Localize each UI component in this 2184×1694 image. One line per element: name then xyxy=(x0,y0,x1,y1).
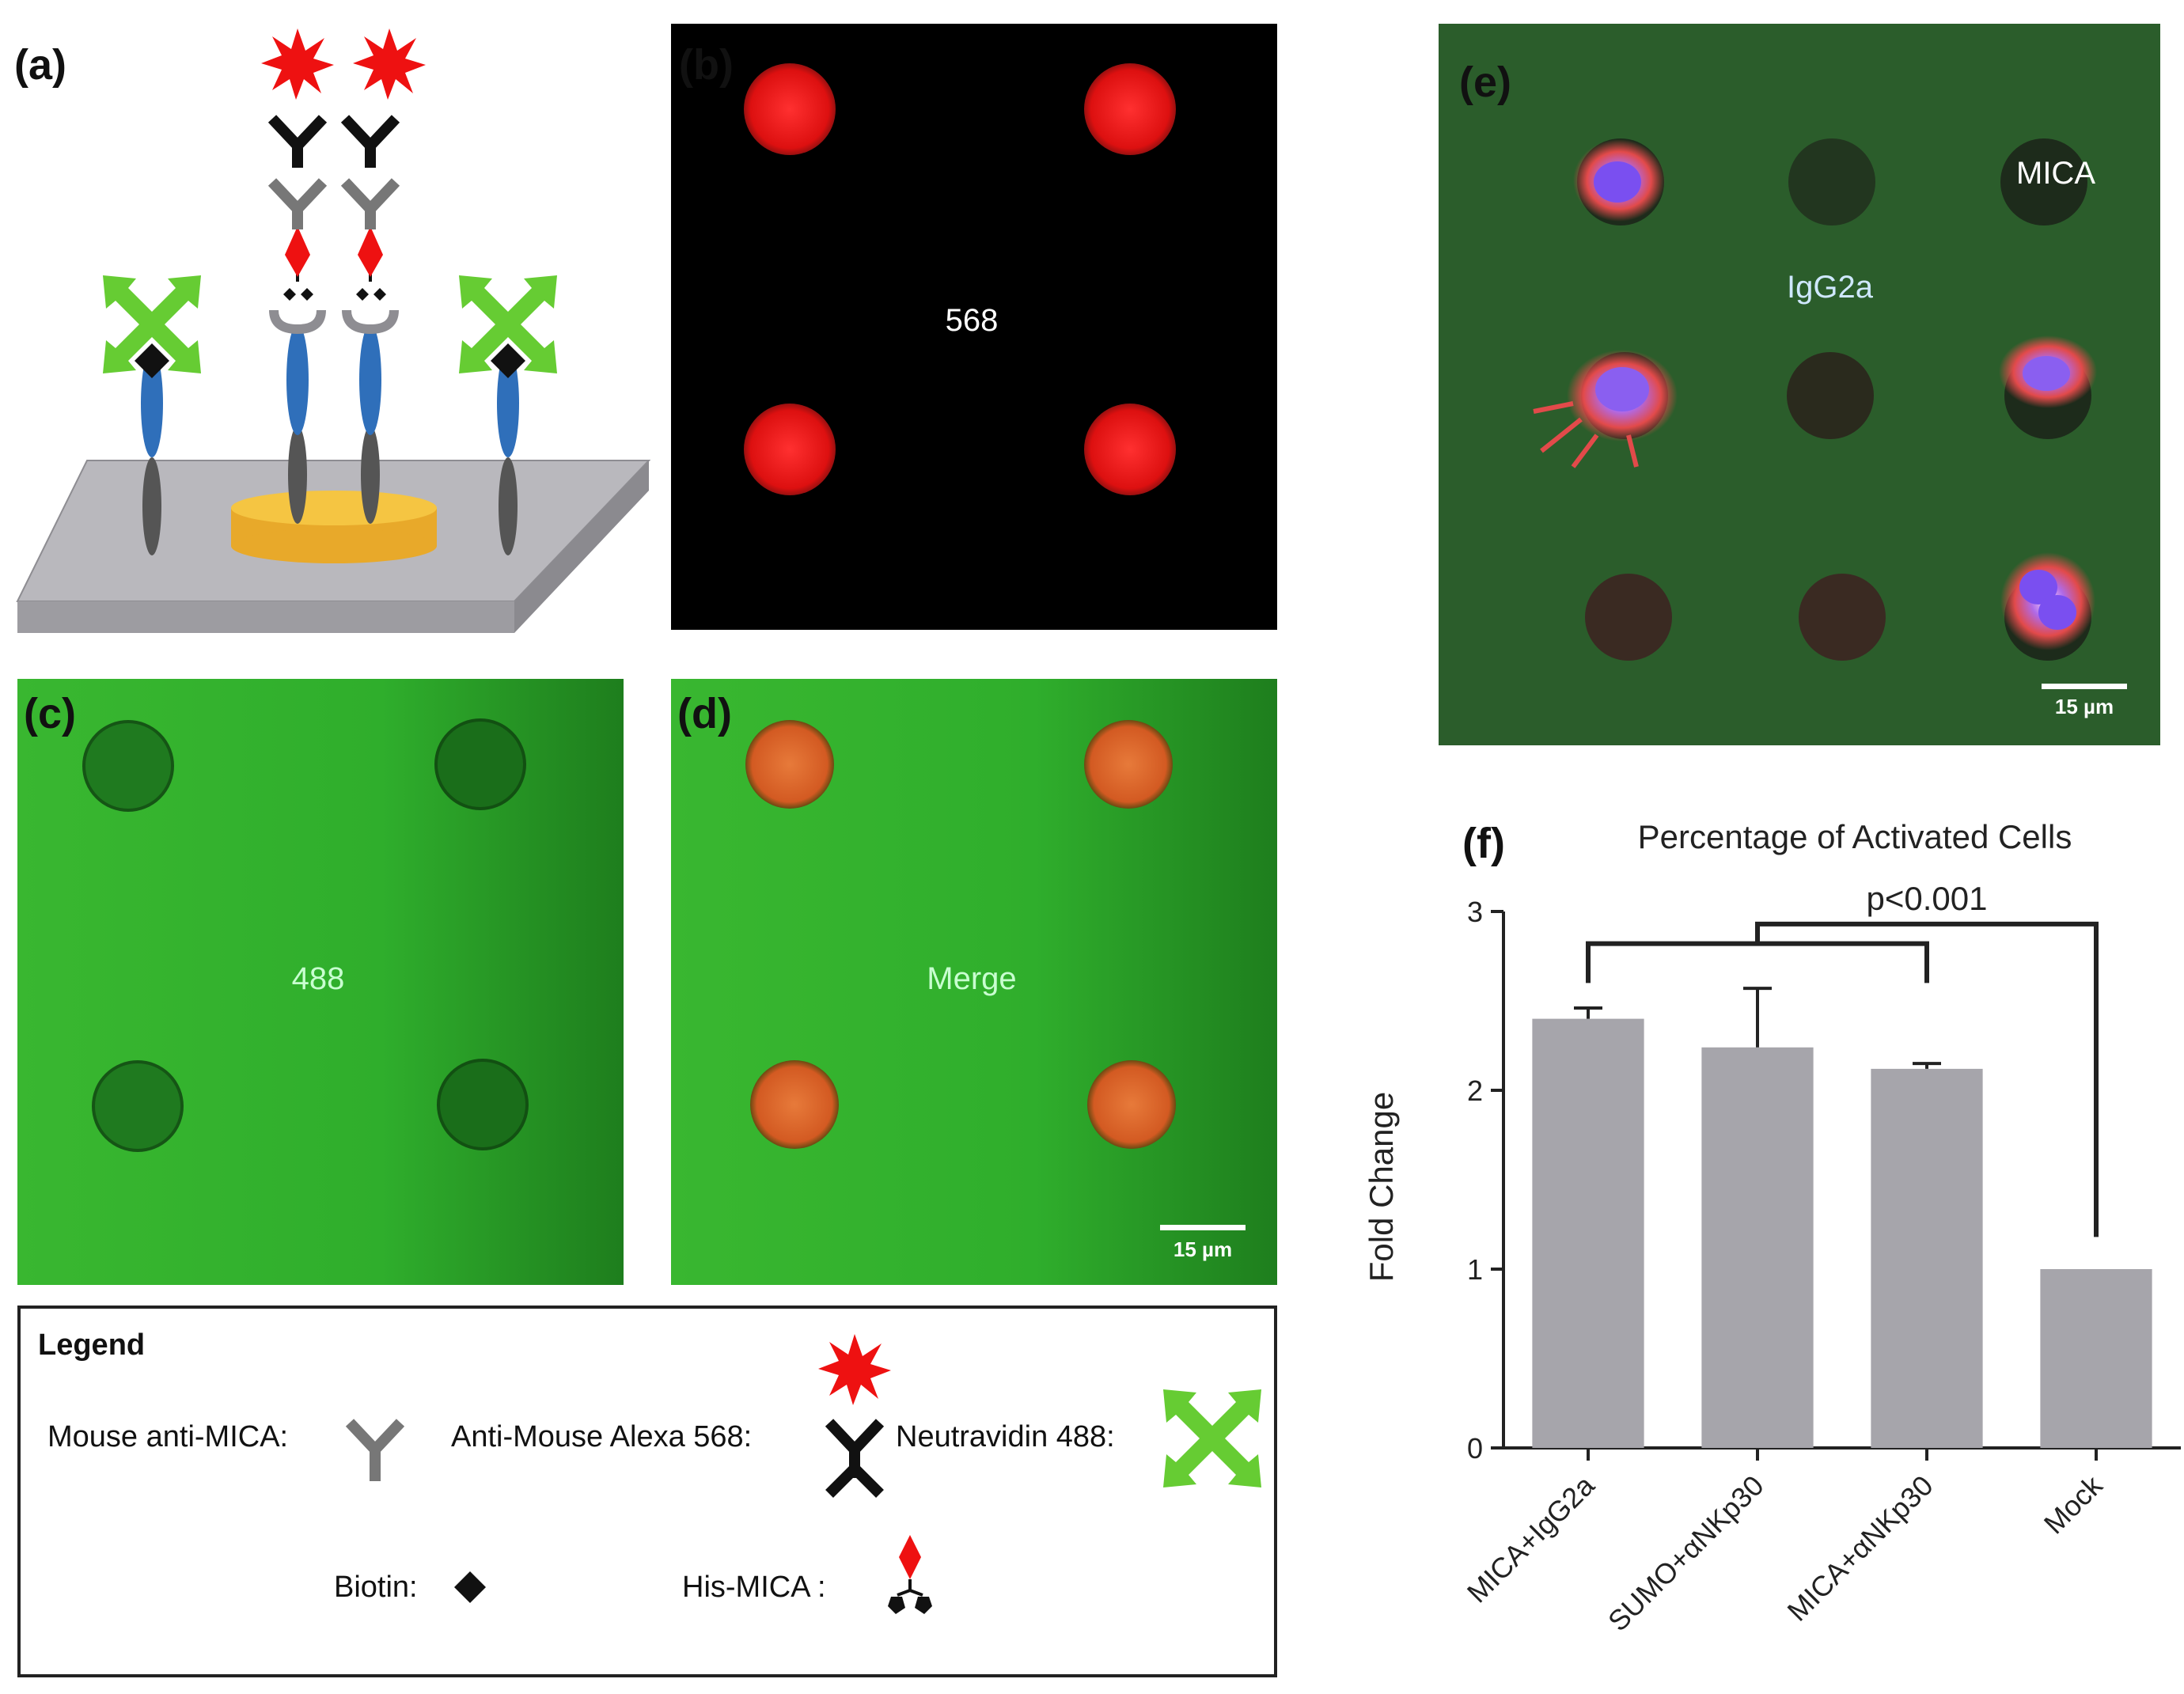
annotation-igg2a: IgG2a xyxy=(1787,270,1874,305)
merged-spot xyxy=(745,720,834,809)
legend-title: Legend xyxy=(38,1328,145,1362)
y-tick-label: 0 xyxy=(1467,1432,1483,1465)
gold-pad-top xyxy=(231,491,437,525)
bar xyxy=(1701,1047,1814,1448)
bar xyxy=(1532,1018,1644,1448)
right-neutravidin-stack xyxy=(459,275,557,555)
x-tick-label: MICA+IgG2a xyxy=(1461,1469,1602,1609)
mouse-anti-mica-icon xyxy=(345,1419,405,1481)
panel-f-label: (f) xyxy=(1462,820,1505,867)
panel-d-micrograph: (d) Merge 15 µm xyxy=(671,679,1277,1285)
chart-bars xyxy=(1532,1018,2152,1448)
panel-a-schematic: (a) xyxy=(14,28,651,633)
anti-mouse-alexa-icon xyxy=(825,1419,885,1498)
red-spot xyxy=(1084,404,1176,495)
legend-anti-mouse-alexa: Anti-Mouse Alexa 568: xyxy=(451,1420,752,1453)
bar xyxy=(2040,1269,2152,1448)
legend-mouse-anti-mica: Mouse anti-MICA: xyxy=(47,1420,288,1453)
panel-d-label: (d) xyxy=(677,690,732,737)
substrate-front-edge xyxy=(17,601,514,633)
legend-his-mica: His-MICA : xyxy=(682,1571,826,1604)
panel-e-label: (e) xyxy=(1459,59,1511,106)
activated-cell xyxy=(1533,350,1678,468)
antibody-stack-left xyxy=(261,28,334,524)
y-axis-label: Fold Change xyxy=(1363,1092,1400,1283)
scale-bar xyxy=(1160,1225,1246,1230)
channel-568-label: 568 xyxy=(946,303,999,338)
well xyxy=(1799,574,1886,661)
panel-c-micrograph: (c) 488 xyxy=(17,679,624,1285)
y-tick-label: 1 xyxy=(1467,1253,1483,1286)
well xyxy=(2000,138,2087,225)
bracket-group xyxy=(1586,941,1929,983)
channel-merge-label: Merge xyxy=(927,961,1016,996)
gold-pad-bottom xyxy=(231,529,437,563)
well xyxy=(1585,574,1672,661)
biotin-icon xyxy=(454,1571,486,1603)
scale-bar-label: 15 µm xyxy=(1174,1237,1232,1261)
well xyxy=(1788,138,1875,225)
panel-f-bar-chart: (f) Percentage of Activated Cells Fold C… xyxy=(1363,818,2181,1637)
antibody-stack-right xyxy=(340,28,426,524)
panel-e-micrograph: (e) MICA IgG2a 15 µm xyxy=(1439,24,2160,745)
substrate-side-edge xyxy=(514,460,649,633)
scale-bar xyxy=(2042,684,2127,689)
significance-label: p<0.001 xyxy=(1867,880,1988,917)
significance-bracket: p<0.001 xyxy=(1586,880,2099,1237)
dark-spot xyxy=(92,1060,184,1152)
chart-error-bars xyxy=(1574,987,1941,1069)
panel-c-label: (c) xyxy=(24,690,76,737)
y-tick-label: 2 xyxy=(1467,1074,1483,1107)
well xyxy=(1787,352,1874,439)
panel-a-label: (a) xyxy=(14,41,66,89)
activated-cell xyxy=(2000,552,2095,650)
panel-b-micrograph: (b) 568 xyxy=(671,24,1277,630)
merged-spot xyxy=(750,1060,839,1149)
dark-spot xyxy=(437,1059,529,1150)
annotation-mica: MICA xyxy=(2016,156,2095,191)
panel-b-label: (b) xyxy=(679,41,734,89)
x-tick-label: MICA+αNKp30 xyxy=(1781,1469,1939,1628)
dark-spot xyxy=(434,718,526,810)
merged-spot xyxy=(1084,720,1173,809)
channel-488-label: 488 xyxy=(292,961,345,996)
red-spot xyxy=(744,63,836,155)
his-mica-icon xyxy=(888,1535,932,1614)
scale-bar-label: 15 µm xyxy=(2055,695,2114,718)
chart-y-tick-labels: 0 1 2 3 xyxy=(1467,896,1483,1465)
x-tick-label: Mock xyxy=(2038,1469,2110,1541)
legend-neutravidin: Neutravidin 488: xyxy=(896,1420,1115,1453)
legend-biotin: Biotin: xyxy=(334,1571,418,1604)
left-neutravidin-stack xyxy=(103,275,201,555)
x-tick-label: SUMO+αNKp30 xyxy=(1602,1469,1770,1638)
bracket-mock xyxy=(1755,921,2099,1237)
red-spot xyxy=(1084,63,1176,155)
activated-cell xyxy=(1999,335,2097,408)
red-spot xyxy=(744,404,836,495)
activated-cell xyxy=(1573,139,1665,222)
dark-spot xyxy=(82,720,174,812)
chart-title: Percentage of Activated Cells xyxy=(1638,818,2072,855)
bar xyxy=(1871,1068,1983,1448)
merged-spot xyxy=(1087,1060,1176,1149)
y-tick-label: 3 xyxy=(1467,896,1483,928)
legend-box: Legend Mouse anti-MICA: Anti-Mouse Alexa… xyxy=(17,1306,1277,1677)
